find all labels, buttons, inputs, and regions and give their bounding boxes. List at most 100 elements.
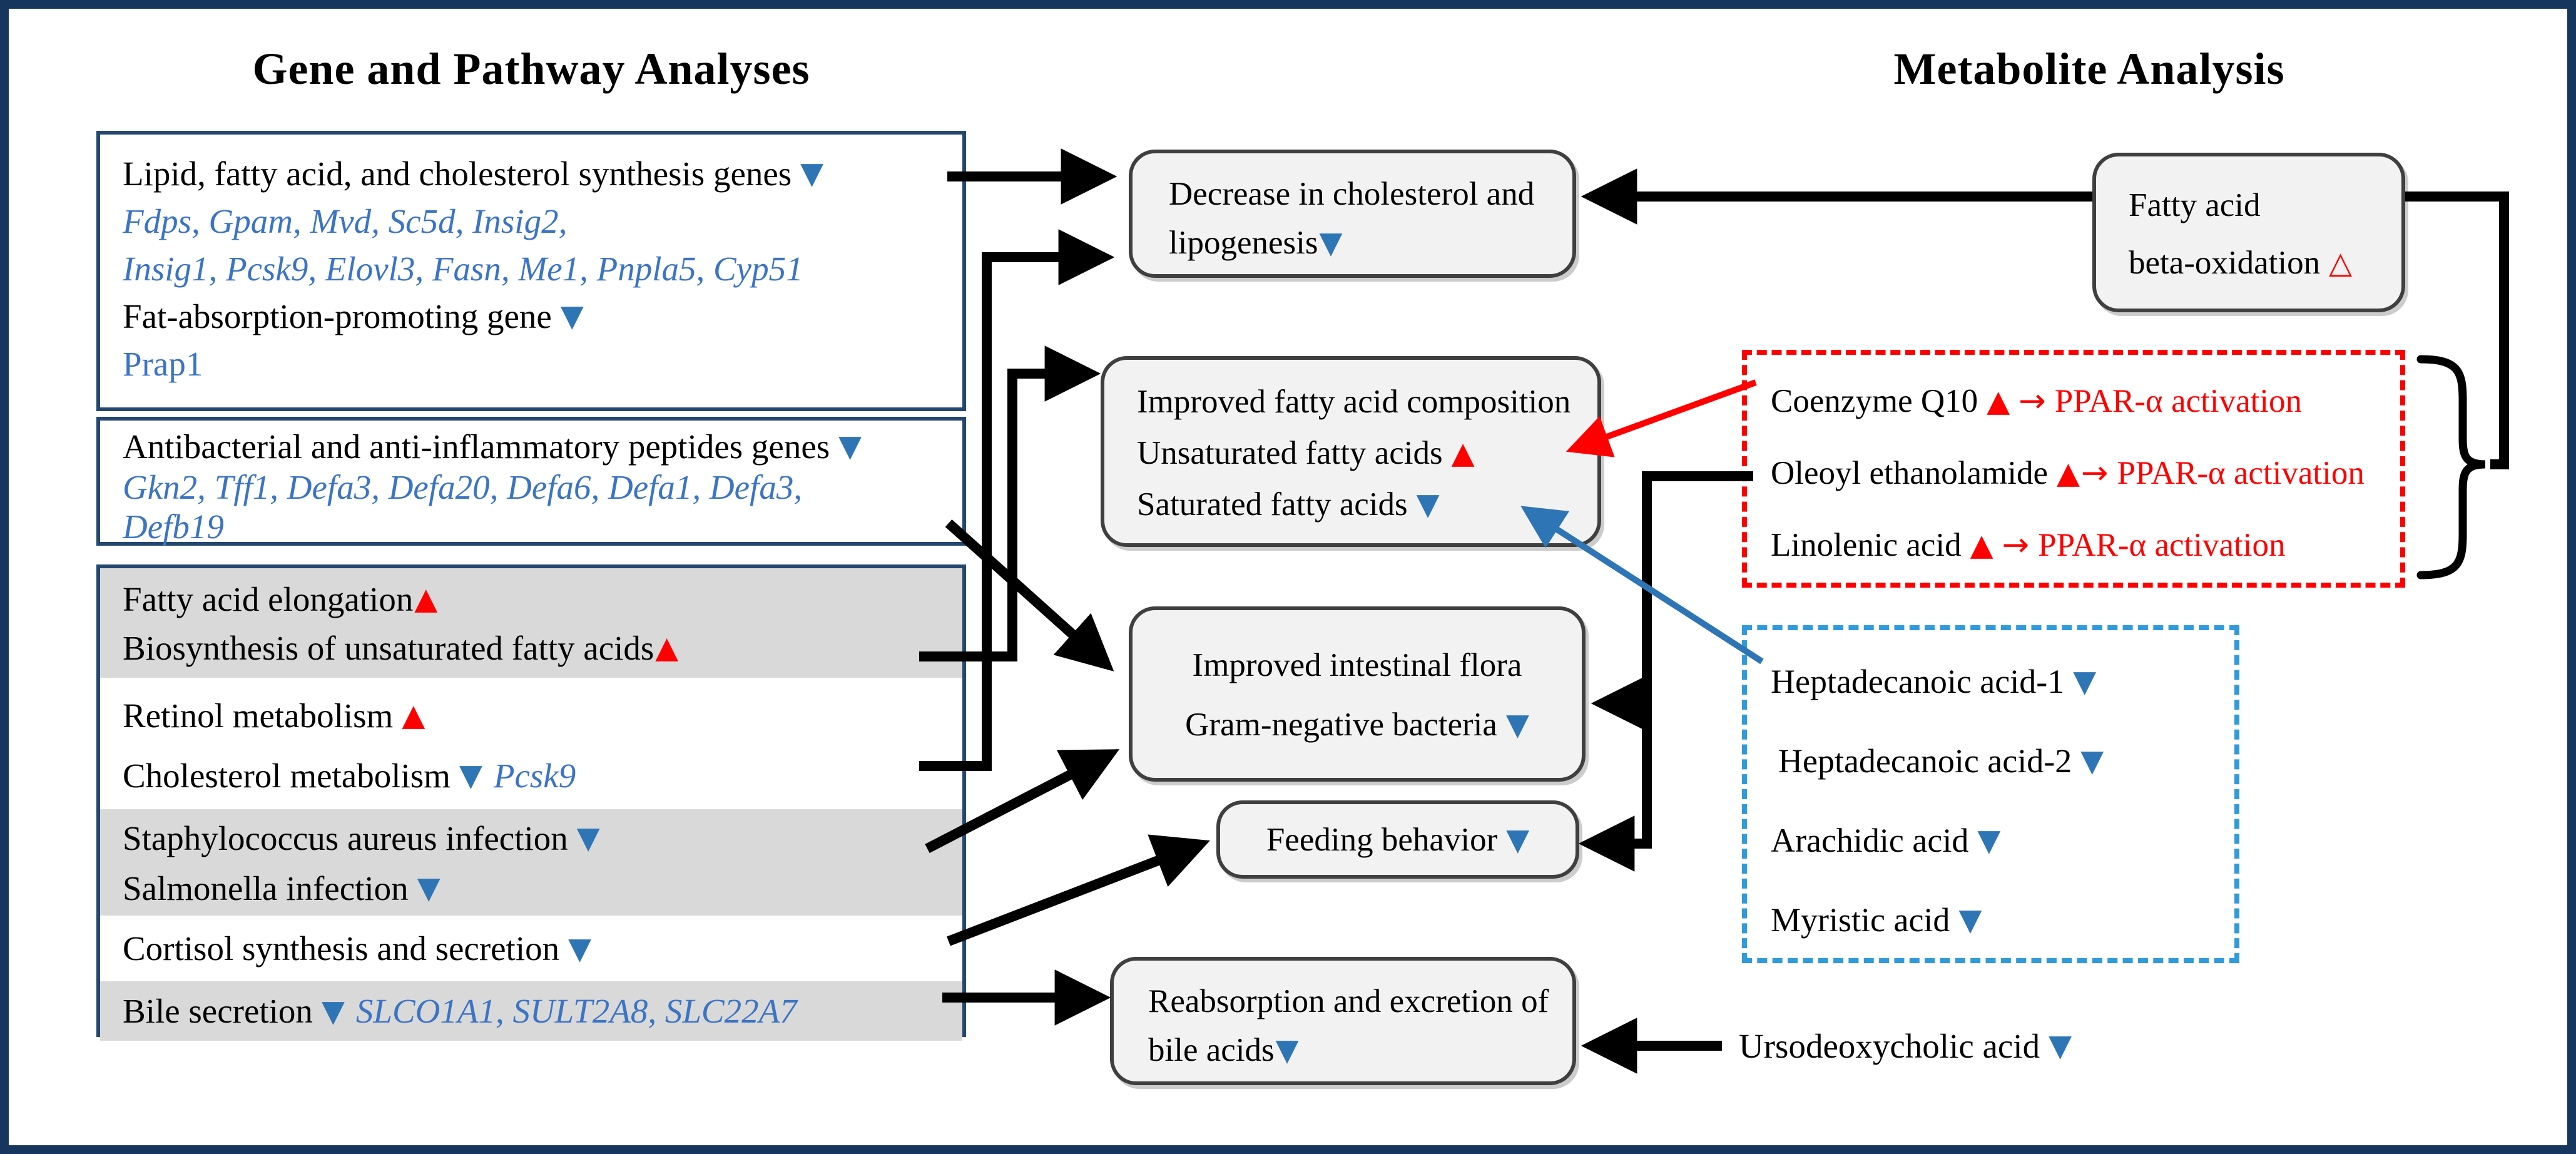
down-triangle-icon: ▼ [1505,707,1529,742]
down-triangle-icon: ▼ [1506,822,1530,857]
pathway-row-group-infection: Staphylococcus aureus infection ▼ Salmon… [100,809,962,916]
pathway-row-group-elongation: Fatty acid elongation ▲ Biosynthesis of … [100,568,962,678]
outcome-line: Fatty acid [2129,187,2261,223]
down-triangle-icon: ▼ [1319,225,1343,260]
saturated-acids-group-box: Heptadecanoic acid-1 ▼ Heptadecanoic aci… [1742,625,2239,963]
up-triangle-icon: ▲ [2057,455,2080,491]
pathway-row: Fat-absorption-promoting gene ▼ [100,292,962,340]
pathway-label: Cortisol synthesis and secretion [123,929,560,968]
arrow-cortisol-to-feeding [947,834,1210,946]
pathway-row: Biosynthesis of unsaturated fatty acids … [100,623,962,672]
pathway-row: Cholesterol metabolism ▼ Pcsk9 [100,745,962,805]
metabolite-row: Myristic acid ▼ [1771,880,2234,959]
curly-brace [2416,355,2486,580]
feeding-behavior-box: Feeding behavior ▼ [1216,800,1579,879]
bile-acid-reabsorption-box: Reabsorption and excretion of bile acids… [1110,957,1576,1085]
outcome-label: Unsaturated fatty acids [1137,435,1443,471]
pathway-label: Cholesterol metabolism [123,756,451,795]
down-triangle-icon: ▼ [1958,902,1982,937]
down-triangle-icon: ▼ [576,820,600,855]
down-triangle-icon: ▼ [417,871,440,906]
outcome-label: Gram-negative bacteria [1185,706,1497,743]
effect-label: PPAR-α activation [2117,454,2365,491]
pathway-label: Staphylococcus aureus infection [123,819,568,857]
metabolite-row: Oleoyl ethanolamide ▲ → PPAR-α activatio… [1771,437,2400,509]
pathway-label: Bile secretion [123,992,313,1030]
gene-list-line: Prap1 [123,344,203,383]
fatty-acid-composition-box: Improved fatty acid composition Unsatura… [1101,356,1601,547]
metabolite-label: Coenzyme Q10 [1771,382,1978,419]
right-arrow-icon: → [2019,382,2046,420]
outcome-line: lipogenesis ▼ [1169,218,1572,267]
down-triangle-icon: ▼ [1977,822,2001,858]
outcome-label: bile acids [1148,1032,1275,1068]
outcome-line: beta-oxidation △ [2129,234,2401,292]
outcome-line: Unsaturated fatty acids ▲ [1137,427,1597,479]
decrease-cholesterol-box: Decrease in cholesterol and lipogenesis … [1129,150,1576,278]
up-triangle-icon: ▲ [655,630,679,665]
outcome-line: Gram-negative bacteria ▼ [1133,695,1582,754]
pathway-row: Staphylococcus aureus infection ▼ [100,813,962,863]
outcome-line: Improved intestinal flora [1192,646,1522,683]
metabolite-label: Linolenic acid [1771,526,1962,563]
outcome-line: Decrease in cholesterol and [1169,176,1535,212]
up-triangle-icon: ▲ [1987,383,2010,419]
gene-list-line: Fdps, Gpam, Mvd, Sc5d, Insig2, [123,202,568,240]
lipid-synthesis-gene-box: Lipid, fatty acid, and cholesterol synth… [96,131,966,411]
pathway-row: Lipid, fatty acid, and cholesterol synth… [100,150,962,197]
down-triangle-icon: ▼ [2073,663,2097,699]
outcome-label: Feeding behavior [1266,821,1498,858]
pathway-label: Lipid, fatty acid, and cholesterol synth… [123,154,792,193]
right-arrow-icon: → [2002,526,2030,564]
outcome-line: bile acids ▼ [1148,1026,1572,1075]
down-triangle-icon: ▼ [560,299,584,334]
down-triangle-icon: ▼ [321,993,345,1029]
pathway-label: Biosynthesis of unsaturated fatty acids [123,628,654,667]
pathway-enrichment-box: Fatty acid elongation ▲ Biosynthesis of … [96,564,966,1041]
metabolite-row: Heptadecanoic acid-2 ▼ [1771,721,2234,800]
right-panel-title: Metabolite Analysis [1893,44,2285,94]
ppar-activation-group-box: Coenzyme Q10 ▲ → PPAR-α activation Oleoy… [1742,350,2405,588]
antibacterial-gene-box: Antibacterial and anti-inflammatory pept… [96,417,966,546]
left-panel-title: Gene and Pathway Analyses [252,44,810,94]
metabolite-label: Heptadecanoic acid-2 [1778,742,2072,780]
metabolite-row: Heptadecanoic acid-1 ▼ [1771,641,2234,721]
up-triangle-icon: ▲ [414,581,438,616]
right-arrow-icon: → [2080,454,2109,492]
metabolite-row: Ursodeoxycholic acid ▼ [1739,1018,2072,1074]
arrow-antibacterial-to-flora [945,519,1114,671]
pathway-label: Antibacterial and anti-inflammatory pept… [123,427,830,466]
pathway-row: Bile secretion ▼ SLCO1A1, SULT2A8, SLC22… [100,981,962,1041]
pathway-label: Fatty acid elongation [123,580,414,618]
pathway-row: Retinol metabolism ▲ [100,685,962,745]
beta-oxidation-box: Fatty acid beta-oxidation △ [2092,153,2405,312]
gene-list-line: Gkn2, Tff1, Defa3, Defa20, Defa6, Defa1,… [123,467,803,506]
pathway-row: Salmonella infection ▼ [100,863,962,913]
effect-label: PPAR-α activation [2054,382,2303,419]
intestinal-flora-box: Improved intestinal flora Gram-negative … [1129,606,1586,782]
gene-list-line: SLCO1A1, SULT2A8, SLC22A7 [355,992,797,1030]
down-triangle-icon: ▼ [1275,1033,1299,1068]
outcome-line: Feeding behavior ▼ [1220,804,1576,875]
pathway-row: Antibacterial and anti-inflammatory pept… [100,426,962,467]
down-triangle-icon: ▼ [2049,1028,2072,1063]
pathway-row-group-metabolism: Retinol metabolism ▲ Cholesterol metabol… [100,678,962,809]
arrow-coenzyme-to-unsaturated [1565,379,1757,457]
pathway-label: Salmonella infection [123,869,409,907]
pathway-label: Fat-absorption-promoting gene [123,297,552,335]
up-triangle-icon: ▲ [402,698,425,733]
metabolite-row: Coenzyme Q10 ▲ → PPAR-α activation [1771,365,2400,437]
outcome-label: beta-oxidation [2129,245,2321,281]
down-triangle-icon: ▼ [459,758,482,793]
up-hollow-triangle-icon: △ [2329,245,2353,280]
pathway-label: Retinol metabolism [123,696,394,735]
metabolite-row: Arachidic acid ▼ [1771,800,2234,880]
outcome-label: Saturated fatty acids [1137,486,1408,523]
metabolite-row: Linolenic acid ▲ → PPAR-α activation [1771,509,2400,581]
pathway-row: Fatty acid elongation ▲ [100,574,962,623]
metabolite-label: Heptadecanoic acid-1 [1771,662,2065,700]
down-triangle-icon: ▼ [1416,487,1440,522]
connector-betaoxidation-to-brace [2405,191,2509,469]
metabolite-label: Myristic acid [1771,901,1950,939]
